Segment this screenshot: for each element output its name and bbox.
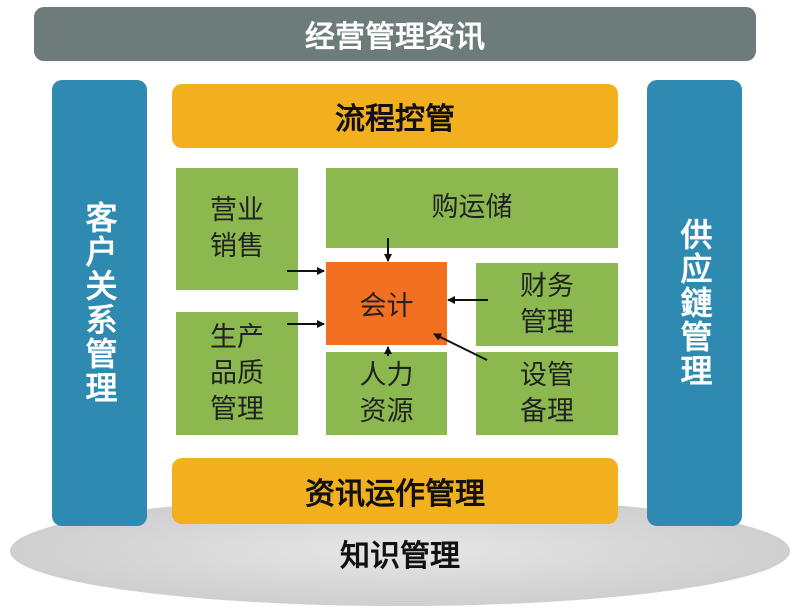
equipment-module: 设管 备理 — [476, 352, 618, 435]
production-line-2: 品质 — [210, 357, 264, 389]
supply-chain-column: 供应鏈管理 — [647, 80, 742, 526]
supply-chain-label: 供应鏈管理 — [675, 218, 714, 388]
crm-column: 客户关系管理 — [52, 80, 147, 526]
production-line-1: 生产 — [210, 321, 264, 353]
hr-line-1: 人力 — [359, 359, 414, 391]
finance-line-1: 财务 — [520, 270, 574, 302]
procurement-module: 购运储 — [326, 168, 618, 248]
process-control-bar: 流程控管 — [172, 84, 618, 148]
accounting-module: 会计 — [326, 262, 447, 345]
sales-line-1: 营业 — [210, 195, 264, 226]
sales-line-2: 销售 — [210, 231, 264, 262]
it-operations-bar: 资讯运作管理 — [172, 458, 618, 524]
sales-module: 营业 销售 — [176, 168, 298, 290]
hr-line-2: 资源 — [359, 395, 414, 427]
business-info-bar: 经营管理资讯 — [34, 7, 756, 61]
hr-module: 人力 资源 — [326, 352, 447, 435]
finance-line-2: 管理 — [520, 306, 574, 338]
knowledge-management-label: 知识管理 — [340, 539, 460, 574]
finance-module: 财务 管理 — [476, 263, 618, 346]
crm-label: 客户关系管理 — [80, 201, 119, 405]
equipment-line-1: 设管 — [520, 359, 574, 391]
production-line-3: 管理 — [210, 393, 264, 425]
production-module: 生产 品质 管理 — [176, 312, 298, 435]
equipment-line-2: 备理 — [520, 395, 574, 427]
